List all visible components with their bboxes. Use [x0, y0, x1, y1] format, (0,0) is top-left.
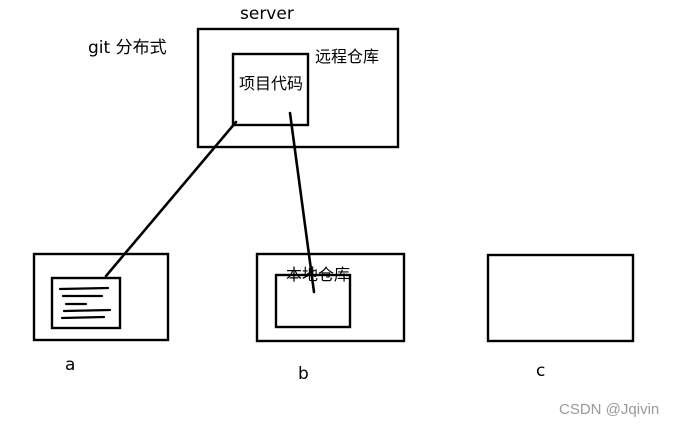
server-label: server: [240, 4, 294, 24]
node-a-box: [32, 252, 170, 342]
node-a-document: [50, 276, 122, 330]
node-c-label: c: [536, 361, 545, 381]
server-box: [196, 27, 400, 149]
watermark: CSDN @Jqivin: [559, 401, 659, 418]
node-b-box: [255, 252, 406, 343]
project-code-label: 项目代码: [239, 74, 303, 93]
node-c-box: [486, 253, 635, 343]
node-b-label: b: [298, 364, 309, 384]
node-a-label: a: [65, 355, 75, 375]
local-repo-label: 本地仓库: [286, 265, 350, 284]
node-a-document-lines: [58, 286, 112, 320]
remote-repo-label: 远程仓库: [315, 47, 379, 66]
diagram-title: git 分布式: [88, 38, 167, 58]
project-code-box: [231, 52, 310, 127]
connector-server-to-a: [104, 120, 238, 278]
connector-server-to-b: [288, 111, 316, 294]
